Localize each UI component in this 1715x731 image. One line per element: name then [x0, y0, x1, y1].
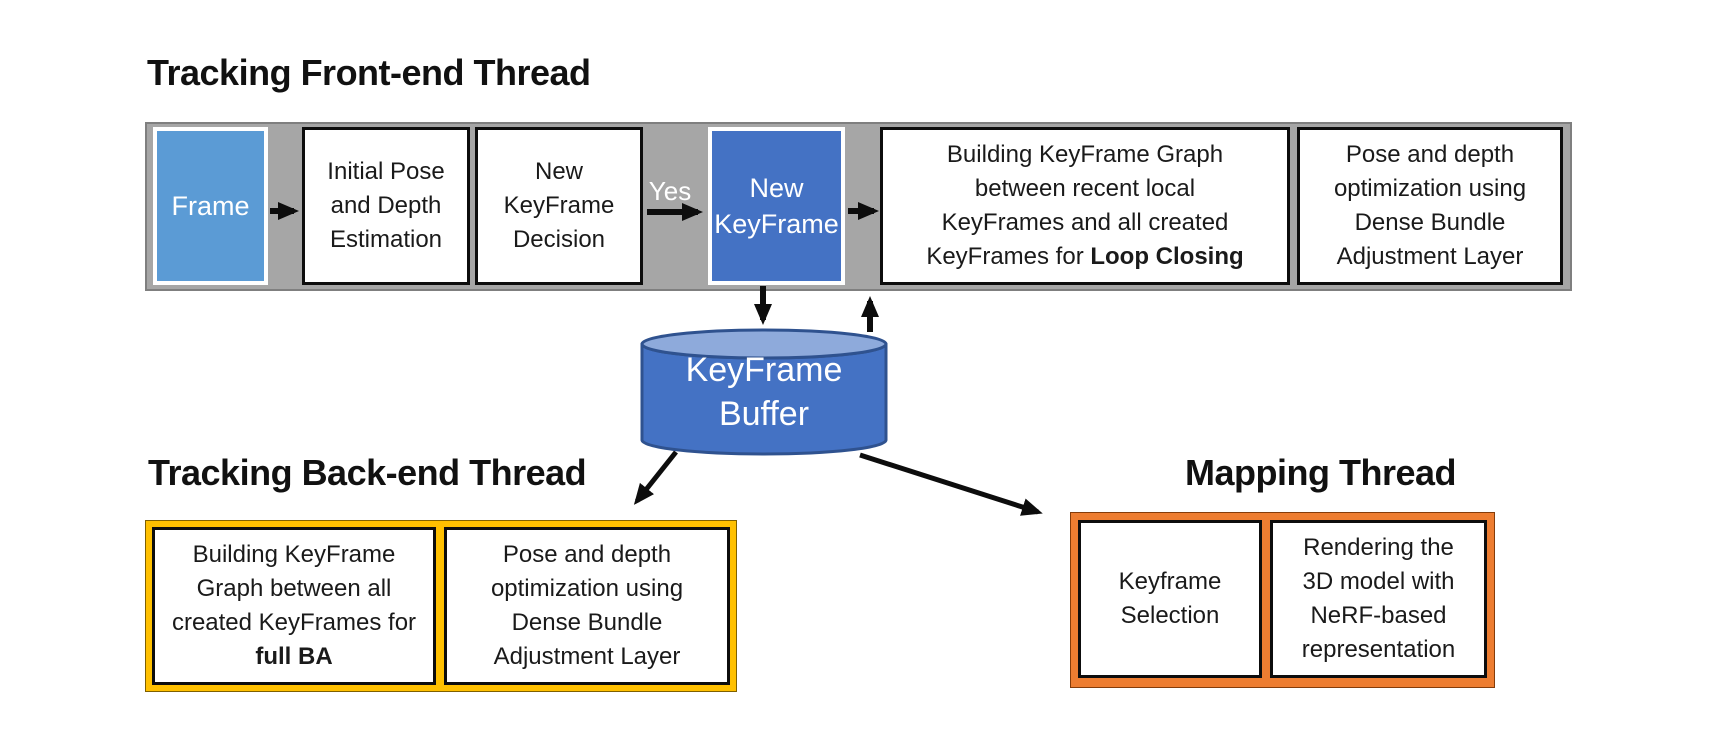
keyframe-selection-node: Keyframe Selection — [1078, 520, 1262, 678]
frame-node: Frame — [153, 127, 268, 285]
arrow-buffer-to-mapping — [859, 452, 1043, 516]
mapping-thread-title: Mapping Thread — [1185, 452, 1457, 493]
keyframe-graph-loop-closing-node: Building KeyFrame Graph between recent l… — [880, 127, 1290, 285]
backend-keyframe-graph-text: Building KeyFrame Graph between all crea… — [171, 541, 417, 636]
keyframe-graph-full-ba-node: Building KeyFrame Graph between all crea… — [152, 527, 436, 685]
initial-pose-depth-estimation-node: Initial Pose and Depth Estimation — [302, 127, 470, 285]
backend-pose-depth-optimization-node: Pose and depth optimization using Dense … — [444, 527, 730, 685]
loop-closing-bold-text: Loop Closing — [1090, 243, 1244, 270]
new-keyframe-node: New KeyFrame — [708, 127, 845, 285]
keyframe-buffer-label: KeyFrame Buffer — [685, 351, 843, 433]
nerf-rendering-node: Rendering the 3D model with NeRF-based r… — [1270, 520, 1487, 678]
arrow-buffer-to-backend — [633, 450, 678, 505]
frontend-thread-title: Tracking Front-end Thread — [147, 52, 591, 93]
frontend-pose-depth-optimization-node: Pose and depth optimization using Dense … — [1297, 127, 1563, 285]
backend-thread-title: Tracking Back-end Thread — [148, 452, 587, 493]
new-keyframe-decision-node: New KeyFrame Decision — [475, 127, 643, 285]
full-ba-bold-text: full BA — [255, 643, 333, 670]
keyframe-graph-text: Building KeyFrame Graph between recent l… — [926, 141, 1229, 270]
yes-label: Yes — [648, 176, 692, 206]
